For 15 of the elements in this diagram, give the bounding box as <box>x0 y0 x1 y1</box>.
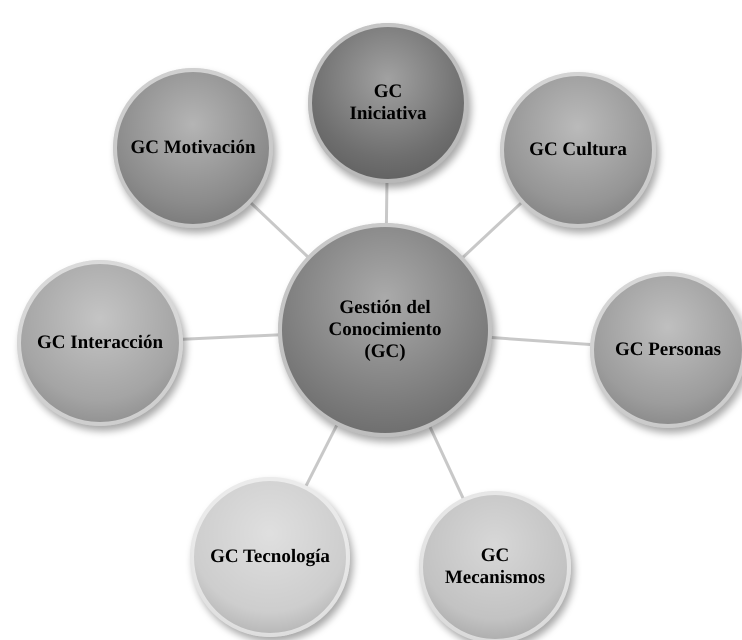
node-label: GC Personas <box>614 339 722 361</box>
node-label: GC Cultura <box>528 139 628 161</box>
connector-line <box>250 202 308 258</box>
node-label: GC Mecanismos <box>444 545 546 589</box>
node-label: GC Iniciativa <box>348 81 428 125</box>
connector-line <box>384 182 388 224</box>
connector-line <box>428 426 464 499</box>
node-label: Gestión del Conocimiento (GC) <box>328 297 442 363</box>
connector-line <box>182 333 278 341</box>
connector-line <box>462 202 522 258</box>
node-label: GC Motivación <box>129 137 257 159</box>
node-label: GC Interacción <box>36 332 164 354</box>
connector-line <box>304 424 338 486</box>
node-label: GC Tecnología <box>210 546 330 568</box>
connector-line <box>492 336 590 346</box>
